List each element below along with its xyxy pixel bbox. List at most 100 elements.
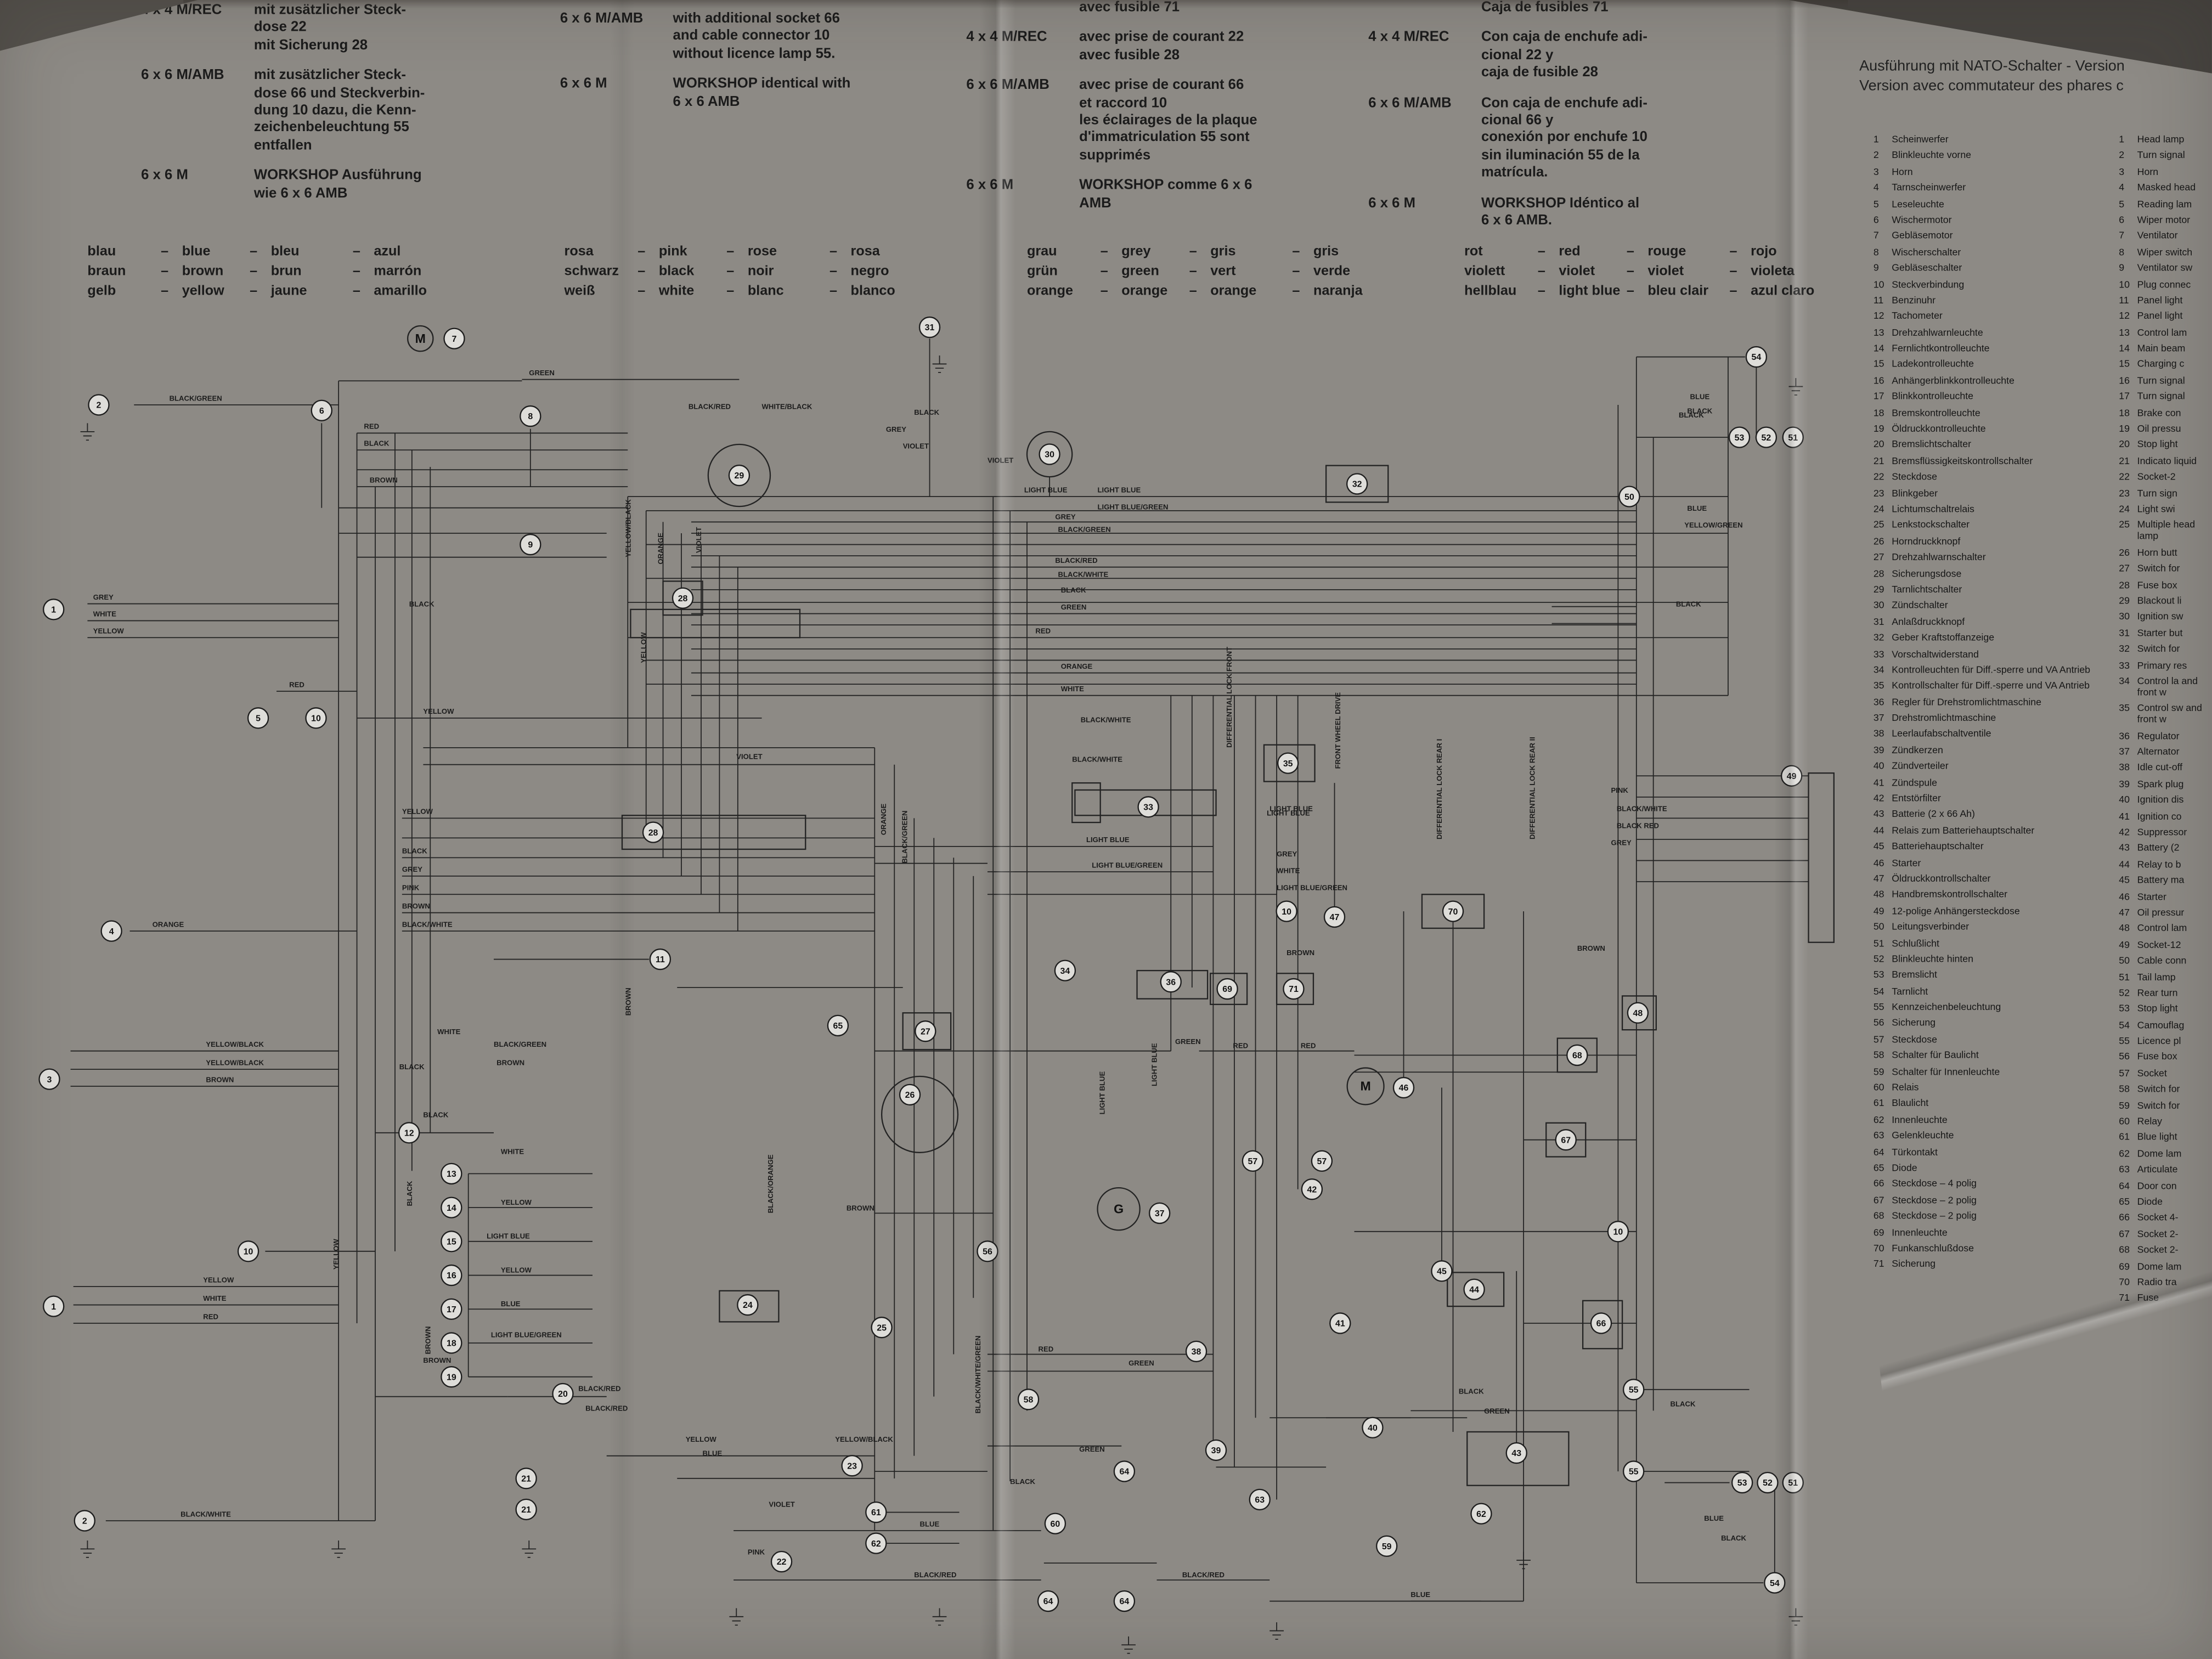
wire-color-label: BLACK/GREEN [494, 1040, 546, 1048]
component-number: 51 [1788, 1479, 1798, 1488]
legend-item-label: Starter [2137, 892, 2166, 902]
component-number: 47 [1330, 913, 1340, 922]
wire-color-label: LIGHT BLUE [1267, 809, 1310, 817]
component-box [1263, 744, 1316, 782]
wire-color-label-vertical: BLACK/WHITE/GREEN [974, 1336, 982, 1414]
motor-letter: M [1360, 1079, 1370, 1093]
component-circle [1160, 971, 1182, 993]
color-legend-row: grau–grey–gris–gris [1027, 242, 1404, 262]
legend-item-label: Anlaßdruckknopf [1892, 617, 1965, 628]
component-number: 52 [1762, 433, 1771, 443]
legend-item-number: 27 [1873, 553, 1884, 563]
component-circle [1623, 1460, 1645, 1482]
component-number: 43 [1511, 1449, 1521, 1458]
component-box [1582, 1300, 1623, 1350]
wire-color-label: LIGHT BLUE [1086, 836, 1130, 844]
variant-code: 6 x 6 M [1368, 195, 1416, 211]
component-number: 70 [1448, 907, 1458, 917]
wire-color-label: VIOLET [988, 456, 1013, 464]
wire-color-label: PINK [402, 884, 420, 892]
legend-item-number: 10 [2119, 280, 2130, 290]
legend-item-number: 4 [2119, 183, 2125, 194]
component-number: 40 [1368, 1424, 1378, 1433]
component-circle [441, 1163, 462, 1185]
legend-item-number: 18 [2119, 408, 2130, 419]
legend-item-label: Indicato liquid [2137, 456, 2197, 467]
legend-item-label: Switch for [2137, 1101, 2180, 1111]
component-number: 46 [1399, 1084, 1409, 1093]
legend-item-label: Control la and front w [2137, 676, 2198, 698]
legend-item-number: 9 [1873, 264, 1879, 274]
wire-color-label: VIOLET [736, 752, 762, 760]
component-number: 62 [1476, 1510, 1486, 1519]
color-name: jaune [270, 283, 307, 300]
component-circle [871, 1317, 893, 1339]
component-circle [1283, 978, 1305, 1000]
wire-color-label: BLACK [1671, 1400, 1696, 1408]
legend-item-label: Regler für Drehstromlichtmaschine [1892, 697, 2042, 708]
wire-color-label: BLACK/RED [578, 1384, 620, 1392]
legend-item-number: 4 [1873, 183, 1879, 194]
legend-item-label: Steckverbindung [1892, 280, 1965, 290]
component-number: 49 [1787, 772, 1797, 781]
legend-item-label: Socket 2- [2137, 1245, 2179, 1256]
wire-color-label: LIGHT BLUE [1098, 486, 1141, 494]
legend-item-label: Drehzahlwarnschalter [1892, 553, 1986, 563]
legend-item-label: Multiple head lamp [2137, 521, 2196, 543]
legend-item-number: 63 [1873, 1131, 1884, 1142]
legend-item-number: 1 [1873, 135, 1879, 145]
legend-item-label: Tarnscheinwerfer [1892, 183, 1966, 194]
legend-item-number: 28 [1873, 569, 1884, 579]
component-number: 60 [1051, 1520, 1060, 1529]
color-name: pink [658, 244, 687, 260]
legend-item-number: 53 [1873, 970, 1884, 981]
color-name: red [1559, 244, 1581, 260]
dash-separator: – [1189, 263, 1197, 280]
legend-item-label: Öldruckkontrollschalter [1892, 874, 1991, 885]
ground-symbol [1269, 1622, 1284, 1640]
component-number: 39 [1211, 1446, 1221, 1455]
nato-note-line2: Version avec commutateur des phares c [1859, 77, 2124, 95]
wire-color-label: BLACK/GREEN [1058, 525, 1111, 533]
legend-item-label: Socket 2- [2137, 1229, 2179, 1240]
component-circle [1113, 1460, 1136, 1482]
legend-item-number: 46 [1873, 858, 1884, 868]
legend-item-label: Fuse box [2137, 580, 2177, 591]
legend-item-number: 3 [2119, 167, 2125, 178]
wire-color-label: BLACK/WHITE [1072, 755, 1122, 764]
component-box [1466, 1431, 1570, 1486]
wire-color-label: BLACK/WHITE [1617, 805, 1667, 813]
wire-color-label: YELLOW/BLACK [206, 1058, 264, 1066]
legend-item-label: Regulator [2137, 731, 2180, 742]
legend-item-number: 58 [1873, 1051, 1884, 1062]
color-name: black [658, 263, 695, 280]
variant-description: Caja de fusibles 71 [1481, 0, 1609, 16]
legend-item-number: 57 [1873, 1035, 1884, 1046]
legend-item-label: Funkanschlußdose [1892, 1244, 1974, 1254]
wire-color-label: GREEN [1061, 603, 1087, 611]
